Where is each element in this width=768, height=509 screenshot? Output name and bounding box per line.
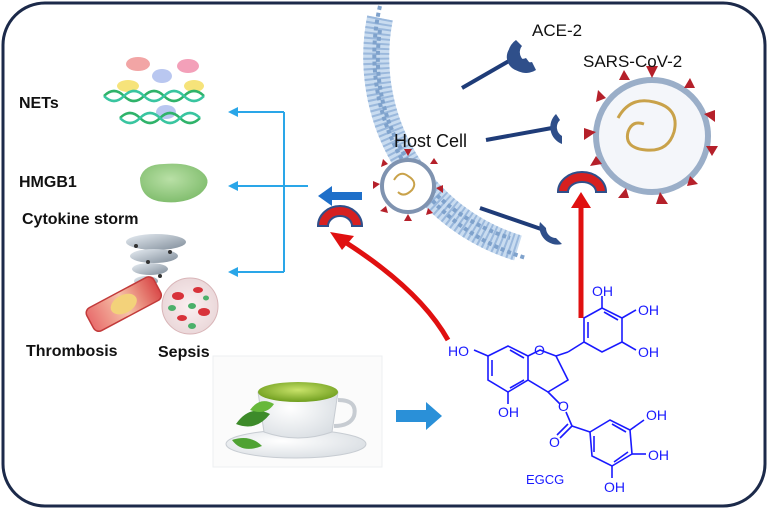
atom-label: OH [638, 344, 659, 360]
entry-arrow [318, 186, 362, 206]
atom-label: OH [638, 302, 659, 318]
nets-dna-icon [103, 57, 205, 125]
atom-label: OH [646, 407, 667, 423]
atom-label: OH [604, 479, 625, 495]
egcg-bound-receptor-icon [316, 205, 364, 227]
nets-label: NETs [19, 95, 59, 112]
atom-label: O [558, 398, 569, 414]
hmgb1-protein-icon [140, 163, 208, 203]
thrombosis-label: Thrombosis [26, 343, 118, 360]
egcg-label: EGCG [526, 472, 565, 487]
ace2-receptor-icon [461, 40, 536, 90]
ace2-receptor-icon [485, 114, 562, 144]
thrombosis-vessel-icon [85, 276, 163, 333]
sars-cov-2-label: SARS-CoV-2 [583, 52, 683, 71]
atom-label: OH [592, 283, 613, 299]
ace2-receptor-icon [479, 206, 562, 245]
egcg-structure [473, 296, 646, 478]
sepsis-label: Sepsis [158, 344, 210, 361]
cyan-bracket-arrows [228, 107, 308, 277]
green-tea-cup-icon [212, 355, 383, 468]
atom-label: O [549, 434, 560, 450]
ace2-label: ACE-2 [532, 21, 583, 40]
sars-cov-2-virus-icon [584, 66, 718, 204]
egcg-bound-receptor-icon [556, 171, 608, 193]
hmgb1-label: HMGB1 [19, 174, 77, 191]
host-cell-label: Host Cell [394, 131, 468, 151]
cytokine-storm-label: Cytokine storm [22, 211, 139, 228]
virus-icon [373, 149, 443, 221]
atom-label: OH [648, 447, 669, 463]
sepsis-blood-icon [161, 277, 219, 335]
atom-label: HO [448, 343, 469, 359]
tea-to-egcg-arrow [396, 402, 442, 430]
red-inhibition-arrow [571, 192, 591, 318]
atom-label: O [534, 342, 545, 358]
atom-label: OH [498, 404, 519, 420]
red-inhibition-arrow [330, 232, 451, 342]
